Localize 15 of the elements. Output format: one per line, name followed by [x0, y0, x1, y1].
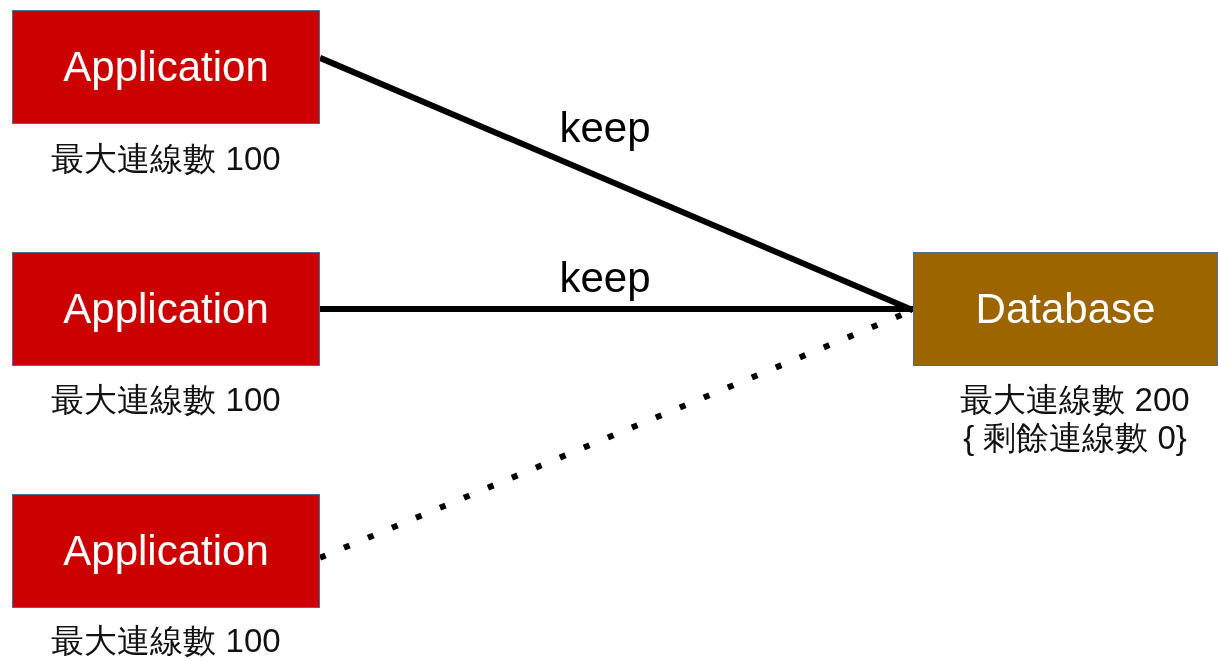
node-caption: 最大連線數 100: [51, 140, 281, 178]
node-caption: { 剩餘連線數 0}: [963, 419, 1187, 457]
node-caption: 最大連線數 100: [51, 381, 281, 419]
process-box: [913, 252, 1218, 366]
node-caption: 最大連線數 100: [51, 622, 281, 660]
process-box: [12, 494, 320, 608]
node-label: Application: [63, 527, 269, 575]
node-label: Application: [63, 43, 269, 91]
node-label: Database: [975, 285, 1156, 333]
node-caption: 最大連線數 200: [960, 381, 1190, 419]
process-box: [12, 252, 320, 366]
connector-line: [320, 306, 913, 312]
node-label: Application: [63, 285, 269, 333]
process-box: [12, 10, 320, 124]
connector-line: [318, 55, 915, 313]
